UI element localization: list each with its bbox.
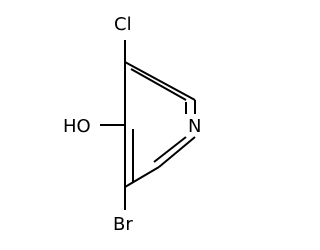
bond-c3-c2 [124,61,196,101]
chlorine-label: Cl [114,14,132,35]
hydroxyl-label: HO [63,116,91,137]
bond-n1-c6 [158,136,196,168]
bond-c6-c5 [124,166,160,188]
bromine-label: Br [113,214,133,235]
structure-diagram: Cl HO N Br [63,14,201,235]
bond-c3-c2-inner [130,68,187,101]
bond-n1-c6-inner [153,136,187,163]
nitrogen-label: N [188,116,201,137]
molecule-canvas: Cl HO N Br [63,14,201,235]
